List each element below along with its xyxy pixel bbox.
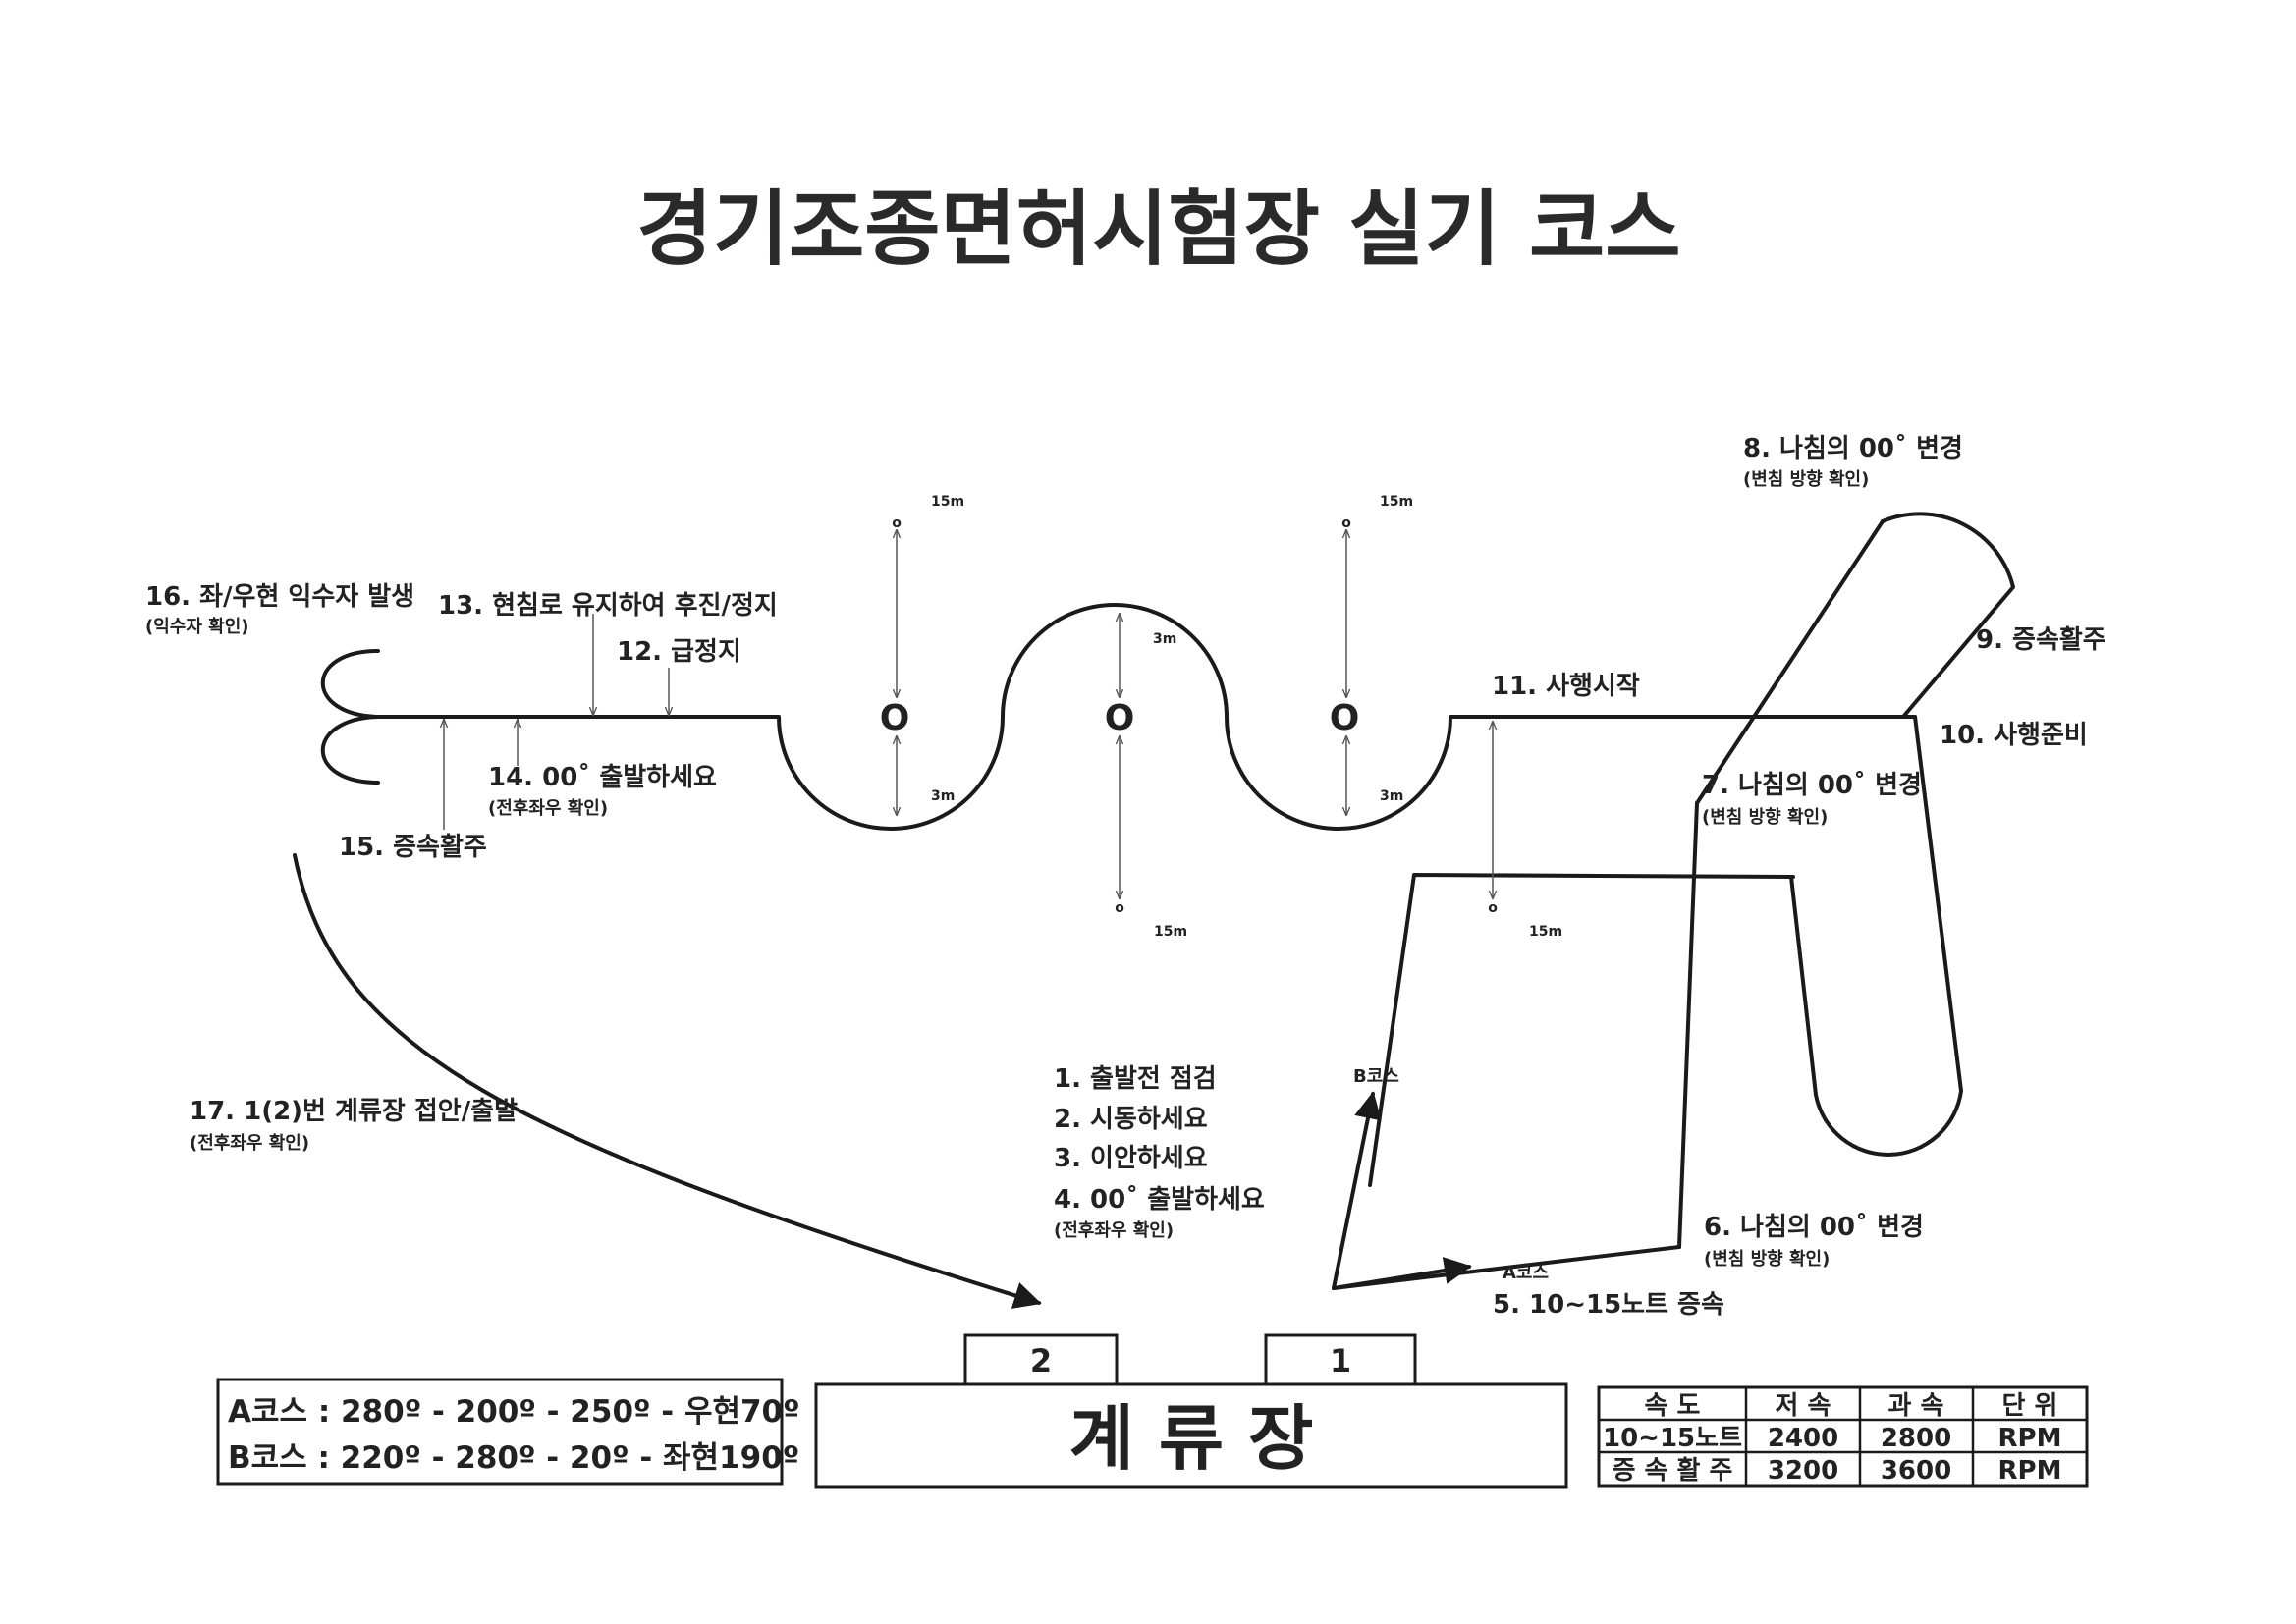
table-cell: RPM (1998, 1456, 2062, 1486)
table-header-over: 과 속 (1888, 1391, 1944, 1421)
berth-slot-2 (963, 1333, 1119, 1386)
step-15: 15. 증속활주 (339, 833, 487, 862)
berth-slot-1-label: 1 (1330, 1342, 1351, 1380)
table-header-speed: 속 도 (1645, 1391, 1701, 1421)
page-title: 경기조종면허시험장 실기 코스 (636, 181, 1680, 277)
buoy-small-2: o (1341, 515, 1351, 531)
a-course-arrow (1332, 1257, 1472, 1290)
step-16-note: (익수자 확인) (145, 617, 249, 637)
distance-label-15m-2: 15m (1380, 494, 1413, 510)
step-4: 4. 00˚ 출발하세요 (1054, 1184, 1265, 1215)
step-11: 11. 사행시작 (1492, 672, 1640, 701)
step-9: 9. 증속활주 (1976, 625, 2106, 655)
a-course-line (1332, 1245, 1681, 1290)
slalom-course-line (361, 603, 1917, 831)
step-17-note: (전후좌우 확인) (190, 1133, 309, 1154)
distance-label-3m-3: 3m (1380, 788, 1403, 804)
step-6-note: (변침 방향 확인) (1704, 1249, 1830, 1270)
approach-curve (293, 853, 1042, 1309)
table-cell: 3200 (1768, 1456, 1838, 1486)
step-10: 10. 사행준비 (1940, 721, 2088, 750)
table-cell: RPM (1998, 1424, 2062, 1453)
step-12: 12. 급정지 (617, 637, 741, 667)
step-5: 5. 10~15노트 증속 (1493, 1290, 1724, 1320)
table-header-low: 저 속 (1776, 1391, 1831, 1421)
distance-label-3m-2: 3m (931, 788, 955, 804)
step-6: 6. 나침의 00˚ 변경 (1704, 1212, 1924, 1242)
table-cell: 10~15노트 (1603, 1424, 1742, 1453)
table-cell: 3600 (1881, 1456, 1951, 1486)
overboard-loop-upper (321, 649, 380, 719)
step-2: 2. 시동하세요 (1054, 1105, 1208, 1134)
step-13: 13. 현침로 유지하여 후진/정지 (438, 591, 778, 621)
berth-slot-2-label: 2 (1030, 1342, 1052, 1380)
buoy-large-3: O (1330, 698, 1360, 738)
step-7: 7. 나침의 00˚ 변경 (1702, 770, 1922, 800)
step-8: 8. 나침의 00˚ 변경 (1743, 433, 1963, 463)
step-3: 3. 이안하세요 (1054, 1144, 1208, 1173)
step-1: 1. 출발전 점검 (1054, 1064, 1217, 1094)
distance-label-15m-3: 15m (1154, 924, 1187, 940)
course-headings-box (216, 1378, 784, 1486)
overboard-loop-lower (321, 715, 380, 785)
buoy-small-4: o (1488, 900, 1498, 916)
table-cell: 2800 (1881, 1424, 1951, 1453)
buoy-small-1: o (892, 515, 902, 531)
speed-table: 속 도 저 속 과 속 단 위 10~15노트 2400 2800 RPM 증 … (1597, 1385, 2089, 1488)
step-14-note: (전후좌우 확인) (488, 798, 608, 819)
a-course-label: A코스 (1503, 1263, 1549, 1283)
step-17: 17. 1(2)번 계류장 접안/출발 (190, 1097, 518, 1126)
course-b-headings: B코스 : 220º - 280º - 20º - 좌현190º (228, 1440, 799, 1476)
table-cell: 2400 (1768, 1424, 1838, 1453)
buoy-large-1: O (880, 698, 910, 738)
course-a-headings: A코스 : 280º - 200º - 250º - 우현70º (228, 1394, 800, 1430)
turning-loop-lower (1789, 715, 1963, 1157)
distance-label-15m-4: 15m (1529, 924, 1562, 940)
table-header-unit: 단 위 (2002, 1391, 2058, 1421)
diagonal-course-line (1695, 519, 1885, 805)
berth-title: 계 류 장 (1069, 1397, 1314, 1480)
distance-label-15m-1: 15m (931, 494, 964, 510)
table-cell: 증 속 활 주 (1613, 1456, 1733, 1486)
step-8-note: (변침 방향 확인) (1743, 469, 1869, 490)
b-course-line (1368, 873, 1793, 1187)
step-4-note: (전후좌우 확인) (1054, 1220, 1174, 1241)
a-course-vertical-line (1677, 801, 1699, 1249)
buoy-small-3: o (1115, 900, 1124, 916)
b-course-label: B코스 (1353, 1066, 1399, 1087)
distance-label-3m-1: 3m (1153, 631, 1176, 647)
step-14: 14. 00˚ 출발하세요 (488, 762, 717, 792)
turning-loop-upper (1881, 512, 2015, 719)
berth-box (814, 1382, 1568, 1489)
b-course-arrow (1332, 1091, 1382, 1290)
step-7-note: (변침 방향 확인) (1702, 807, 1828, 828)
buoy-large-2: O (1105, 698, 1135, 738)
step-16: 16. 좌/우현 익수자 발생 (145, 582, 414, 612)
